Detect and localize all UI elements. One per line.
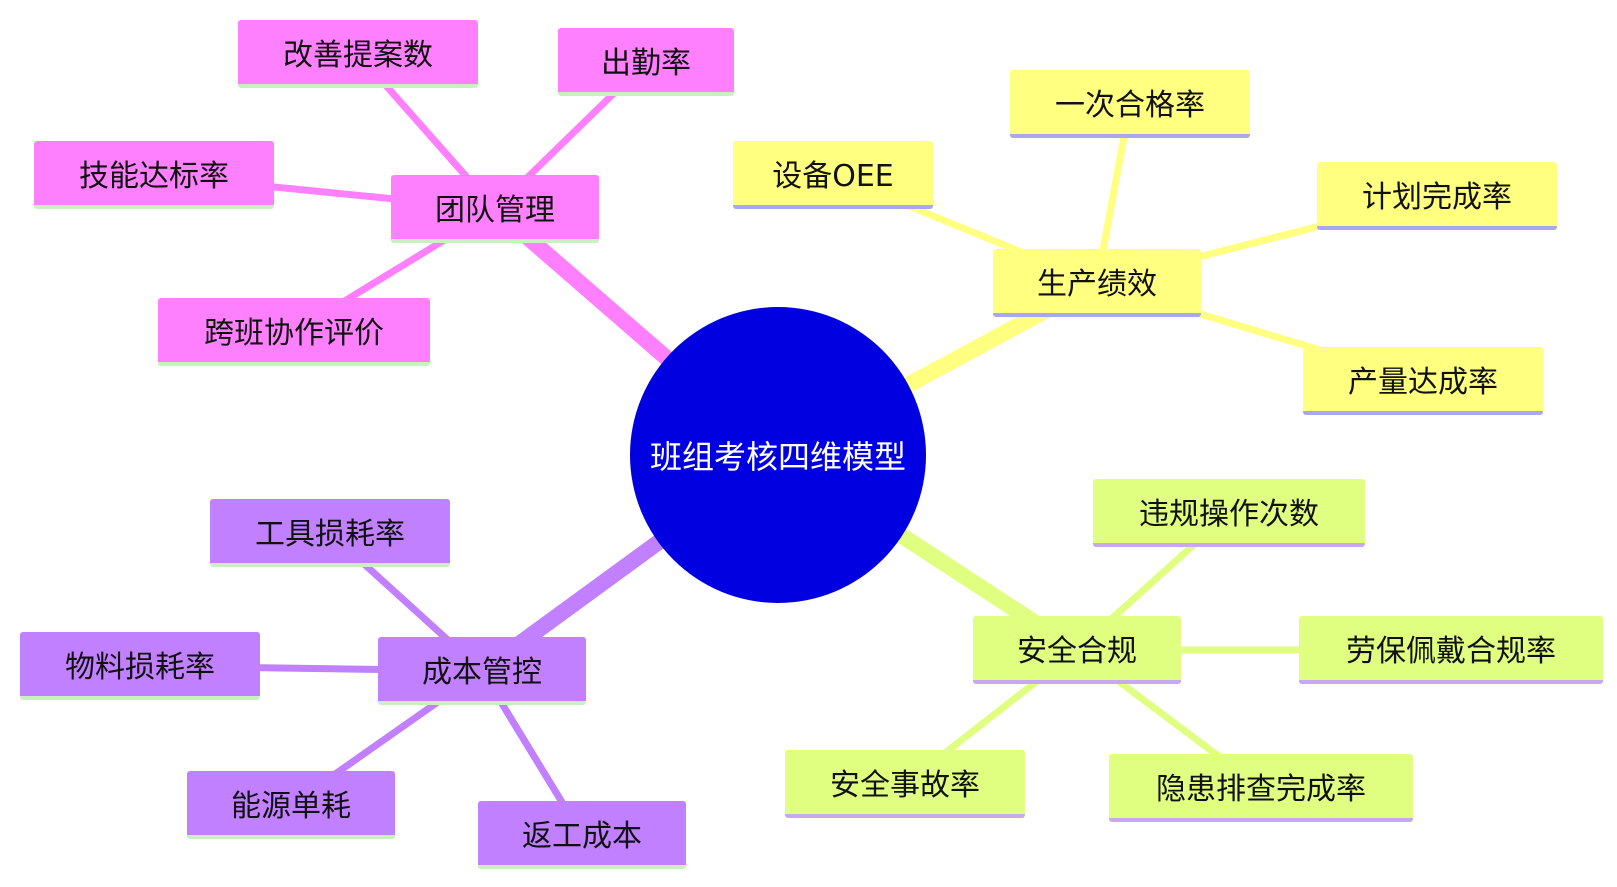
center-node[interactable]: 班组考核四维模型 <box>630 307 926 603</box>
leaf-label: 跨班协作评价 <box>204 316 384 351</box>
leaf-label: 改善提案数 <box>283 38 433 73</box>
leaf-label: 安全事故率 <box>830 768 980 803</box>
leaf-hazard-inspection[interactable]: 隐患排查完成率 <box>1109 754 1413 822</box>
leaf-label: 隐患排查完成率 <box>1156 772 1366 807</box>
leaf-label: 劳保佩戴合规率 <box>1346 634 1556 669</box>
leaf-ppe-compliance[interactable]: 劳保佩戴合规率 <box>1299 616 1603 684</box>
leaf-improvement-proposals[interactable]: 改善提案数 <box>238 20 478 88</box>
leaf-energy-per-unit[interactable]: 能源单耗 <box>187 771 395 839</box>
branch-production-performance[interactable]: 生产绩效 <box>993 249 1201 317</box>
branch-team-management[interactable]: 团队管理 <box>391 175 599 243</box>
leaf-label: 一次合格率 <box>1055 88 1205 123</box>
leaf-label: 产量达成率 <box>1348 365 1498 400</box>
leaf-first-pass-yield[interactable]: 一次合格率 <box>1010 70 1250 138</box>
leaf-label: 能源单耗 <box>231 789 351 824</box>
branch-label: 成本管控 <box>422 655 542 690</box>
leaf-label: 物料损耗率 <box>65 650 215 685</box>
leaf-accident-rate[interactable]: 安全事故率 <box>785 750 1025 818</box>
leaf-label: 设备OEE <box>772 159 894 194</box>
branch-label: 生产绩效 <box>1037 267 1157 302</box>
leaf-equipment-oee[interactable]: 设备OEE <box>733 141 933 209</box>
branch-label: 安全合规 <box>1017 634 1137 669</box>
leaf-rework-cost[interactable]: 返工成本 <box>478 801 686 869</box>
leaf-cross-team-eval[interactable]: 跨班协作评价 <box>158 298 430 366</box>
leaf-label: 计划完成率 <box>1362 180 1512 215</box>
leaf-label: 返工成本 <box>522 819 642 854</box>
leaf-label: 违规操作次数 <box>1139 497 1319 532</box>
center-label: 班组考核四维模型 <box>649 438 906 476</box>
leaf-output-achievement[interactable]: 产量达成率 <box>1303 347 1543 415</box>
branch-safety-compliance[interactable]: 安全合规 <box>973 616 1181 684</box>
branch-cost-control[interactable]: 成本管控 <box>378 637 586 705</box>
leaf-label: 出勤率 <box>601 46 691 81</box>
leaf-violation-count[interactable]: 违规操作次数 <box>1093 479 1365 547</box>
leaf-label: 技能达标率 <box>79 159 229 194</box>
leaf-attendance-rate[interactable]: 出勤率 <box>558 28 734 96</box>
leaf-material-loss-rate[interactable]: 物料损耗率 <box>20 632 260 700</box>
leaf-tool-wear-rate[interactable]: 工具损耗率 <box>210 499 450 567</box>
leaf-plan-completion[interactable]: 计划完成率 <box>1317 162 1557 230</box>
leaf-label: 工具损耗率 <box>255 517 405 552</box>
leaf-skill-compliance[interactable]: 技能达标率 <box>34 141 274 209</box>
branch-label: 团队管理 <box>435 193 555 228</box>
